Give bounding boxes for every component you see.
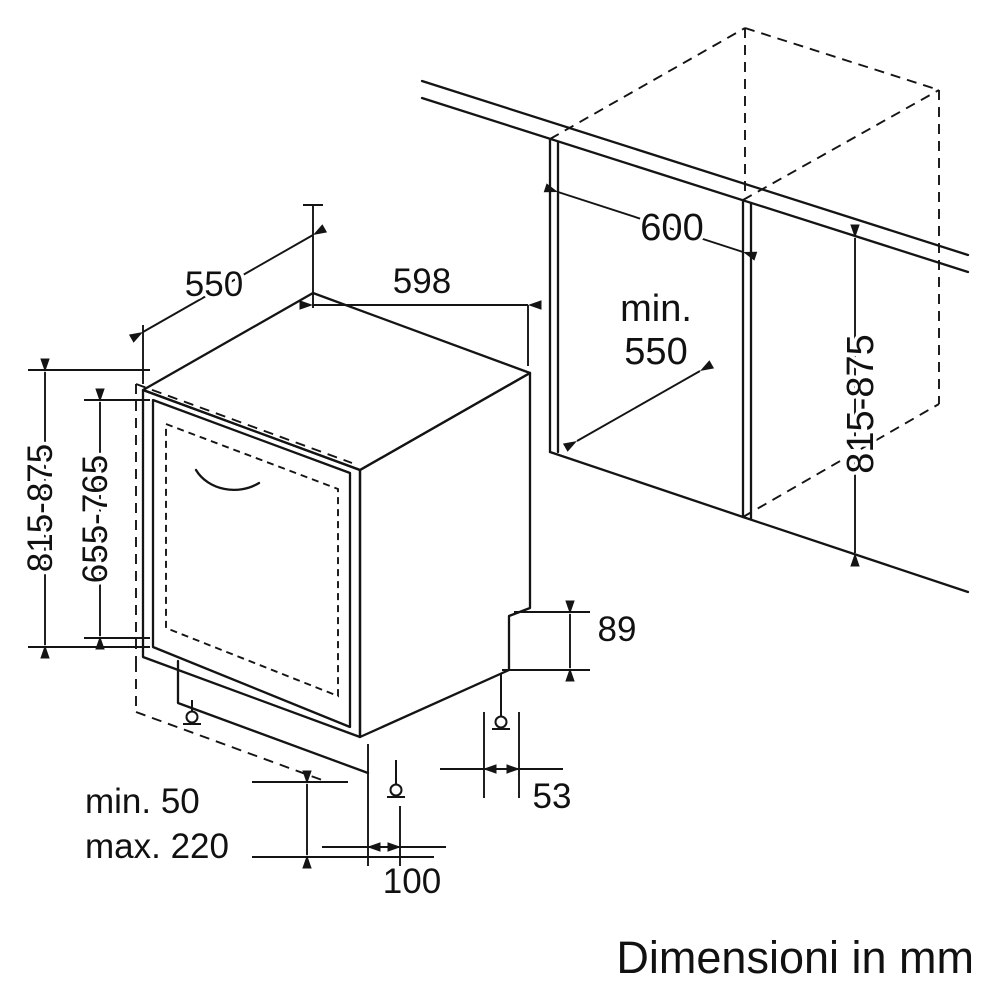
niche-depth-value-label: 550 [624,331,687,373]
front-left-foot [183,700,201,725]
appliance-dashed-outline [135,383,353,781]
dim-depth-label: 550 [185,265,243,304]
appliance-top-face [141,291,532,472]
dim-door-height-label: 655-765 [76,455,115,583]
furniture-door-dashed [165,422,339,698]
units-caption: Dimensioni in mm [616,932,974,983]
rear-foot [492,674,510,730]
plinth-edge [176,659,370,775]
appliance-drawing [135,291,532,798]
dim-plinth-max-label: max. 220 [85,827,229,866]
dim-width-label: 598 [393,262,451,301]
niche-width-label: 600 [640,207,703,249]
cabinet-dashed-outline [549,27,940,518]
appliance-front-face [141,388,362,739]
dim-height-label: 815-875 [21,444,60,572]
niche-height-label: 815-875 [840,334,882,473]
niche-drawing [420,27,970,594]
dim-rear-height-label: 89 [598,610,637,649]
dim-rear-offset-label: 53 [533,777,572,816]
front-right-foot [387,760,405,798]
door-outline [151,398,352,729]
niche-dimensions: 600 min. 550 815-875 [543,183,886,567]
dim-foot-front-label: 100 [383,862,441,901]
niche-depth-min-label: min. [620,288,692,330]
dim-plinth-min-label: min. 50 [85,782,200,821]
appliance-dimensions: 815-875 655-765 550 598 min. 50 max. 220… [18,204,640,905]
door-handle [194,468,261,492]
appliance-side-face [358,371,532,739]
